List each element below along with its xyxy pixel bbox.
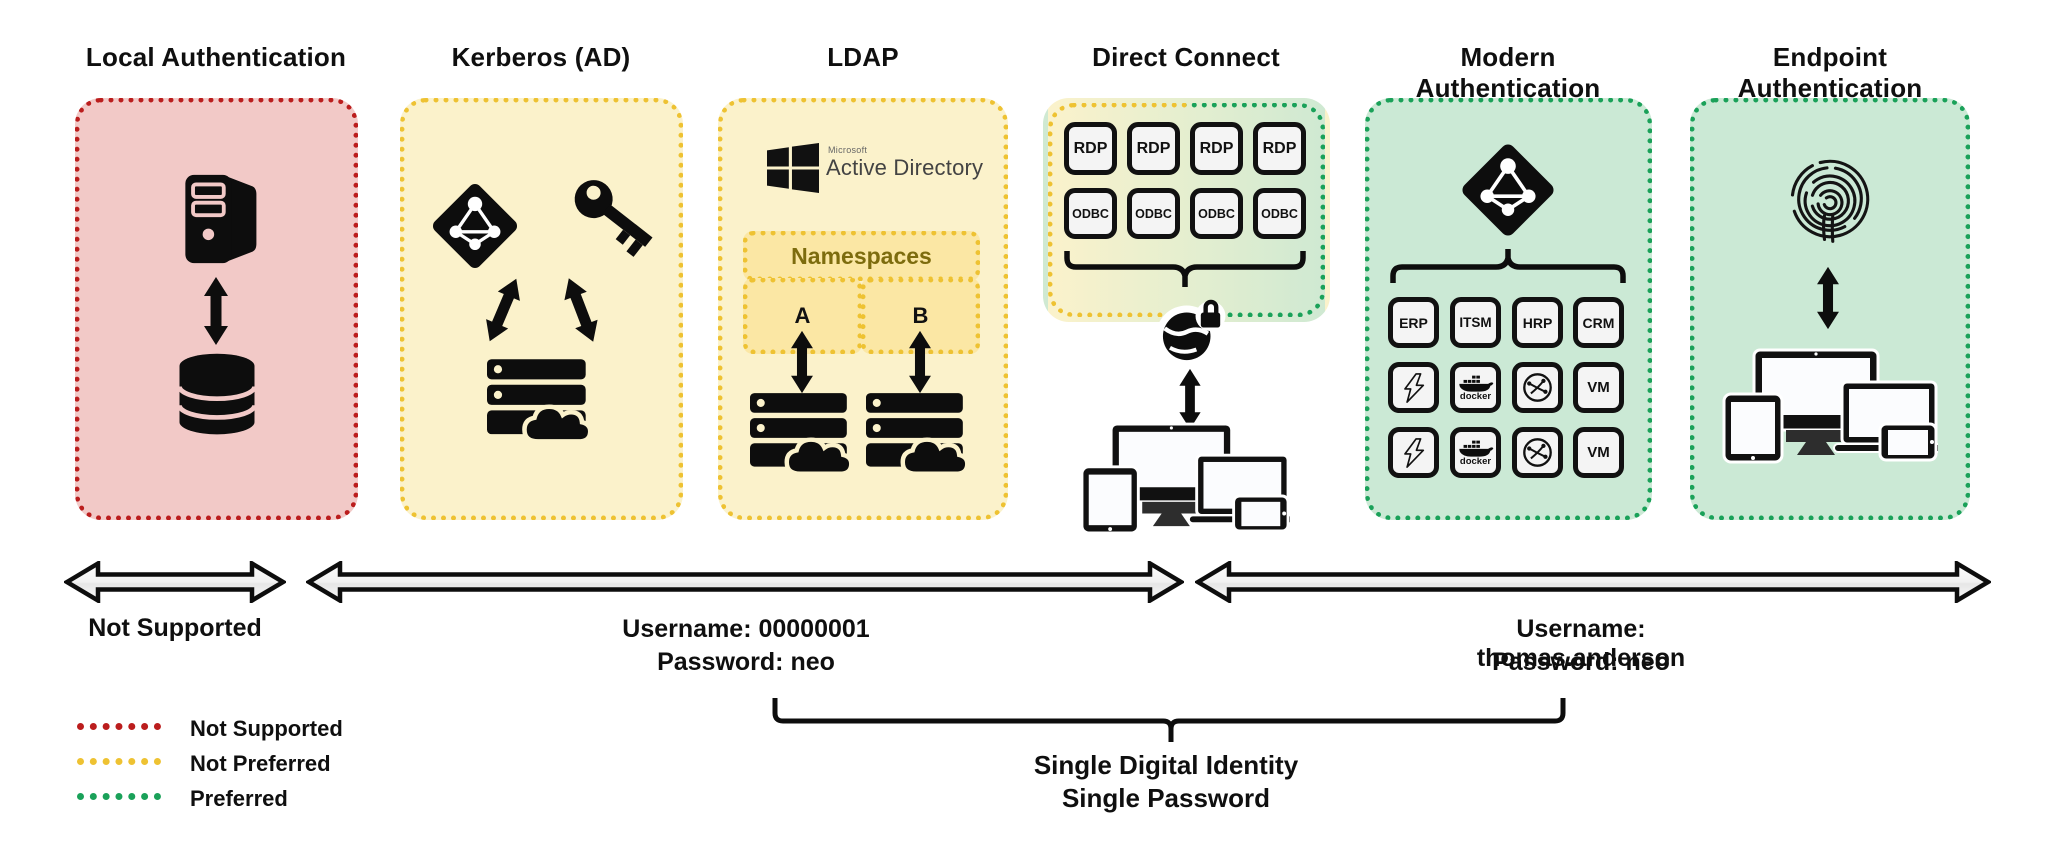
database-icon: [177, 353, 257, 435]
rdp-box: RDP: [1253, 122, 1306, 175]
footer-line-1: Single Digital Identity: [1033, 750, 1299, 780]
odbc-box: ODBC: [1190, 188, 1243, 239]
rdp-box: RDP: [1064, 122, 1117, 175]
up-down-arrow-icon: [789, 330, 815, 394]
app-box-vm: VM: [1573, 362, 1624, 413]
legend-swatch-preferred: [77, 793, 161, 800]
app-box-docker: docker: [1450, 362, 1501, 413]
panel-title-endpoint: Endpoint Authentication: [1737, 42, 1923, 103]
lightning-icon: [1399, 438, 1429, 468]
globe-network-icon: [1521, 436, 1554, 469]
app-box-vm: VM: [1573, 427, 1624, 478]
legend-swatch-not-supported: [77, 723, 161, 730]
double-arrow-icon: [1195, 561, 1991, 603]
devices-icon: [1722, 348, 1938, 464]
legend-swatch-not-preferred: [77, 758, 161, 765]
panel-title-local: Local Authentication: [85, 42, 347, 72]
devices-icon: [1080, 422, 1290, 535]
app-box-lightning: [1388, 427, 1439, 478]
globe-network-icon: [1521, 371, 1554, 404]
ad-logo-product: Active Directory: [826, 155, 984, 180]
direct-connect-border-green: [1186, 103, 1325, 317]
app-box-globe-network: [1512, 362, 1563, 413]
server-icon: [185, 174, 257, 264]
up-down-arrow-icon: [1815, 266, 1841, 330]
panel-title-ldap: LDAP: [827, 42, 899, 72]
panel-title-modern: Modern Authentication: [1415, 42, 1601, 103]
panel-title-direct: Direct Connect: [1092, 42, 1280, 72]
app-box-globe-network: [1512, 427, 1563, 478]
range-label-mid-username: Username: 00000001: [622, 615, 870, 643]
odbc-box: ODBC: [1127, 188, 1180, 239]
panel-title-kerberos: Kerberos (AD): [451, 42, 631, 72]
lightning-icon: [1399, 373, 1429, 403]
up-down-arrow-icon: [1177, 368, 1203, 430]
up-down-arrow-icon: [203, 276, 229, 346]
docker-label: docker: [1459, 391, 1492, 402]
server-cloud-icon: [750, 390, 854, 484]
app-box-hrp: HRP: [1512, 297, 1563, 348]
legend-label-not-supported: Not Supported: [190, 716, 343, 741]
range-label-right-username: Username: thomas.anderson: [1476, 615, 1686, 672]
docker-label: docker: [1459, 456, 1492, 467]
double-arrow-icon: [306, 561, 1184, 603]
up-down-arrow-icon: [907, 330, 933, 394]
app-box-docker: docker: [1450, 427, 1501, 478]
ad-logo-brand: Microsoft: [828, 145, 868, 155]
app-box-crm: CRM: [1573, 297, 1624, 348]
double-arrow-icon: [64, 561, 286, 603]
azure-ad-icon: [1456, 138, 1560, 242]
legend-label-preferred: Preferred: [190, 786, 288, 811]
key-icon: [574, 180, 653, 257]
footer-line-2: Single Password: [1061, 783, 1271, 813]
server-cloud-icon: [487, 356, 593, 452]
odbc-box: ODBC: [1064, 188, 1117, 239]
app-box-lightning: [1388, 362, 1439, 413]
azure-ad-icon: [427, 178, 523, 274]
rdp-box: RDP: [1190, 122, 1243, 175]
bracket-icon: [772, 698, 1566, 742]
app-box-erp: ERP: [1388, 297, 1439, 348]
namespaces-box: Namespaces: [743, 231, 980, 281]
fingerprint-icon: [1790, 159, 1870, 243]
legend-label-not-preferred: Not Preferred: [190, 751, 331, 776]
server-cloud-icon: [866, 390, 970, 484]
brace-icon: [1390, 249, 1626, 283]
windows-logo-icon: [767, 143, 819, 193]
panel-kerberos: [400, 98, 683, 520]
range-label-right-password: Password: neo: [1492, 648, 1670, 676]
range-label-mid-password: Password: neo: [657, 648, 835, 676]
odbc-box: ODBC: [1253, 188, 1306, 239]
app-box-itsm: ITSM: [1450, 297, 1501, 348]
range-label-not-supported: Not Supported: [88, 614, 262, 642]
globe-lock-icon: [1155, 299, 1226, 368]
rdp-box: RDP: [1127, 122, 1180, 175]
brace-icon: [1064, 251, 1306, 287]
direct-connect-border-gold: [1048, 103, 1187, 317]
